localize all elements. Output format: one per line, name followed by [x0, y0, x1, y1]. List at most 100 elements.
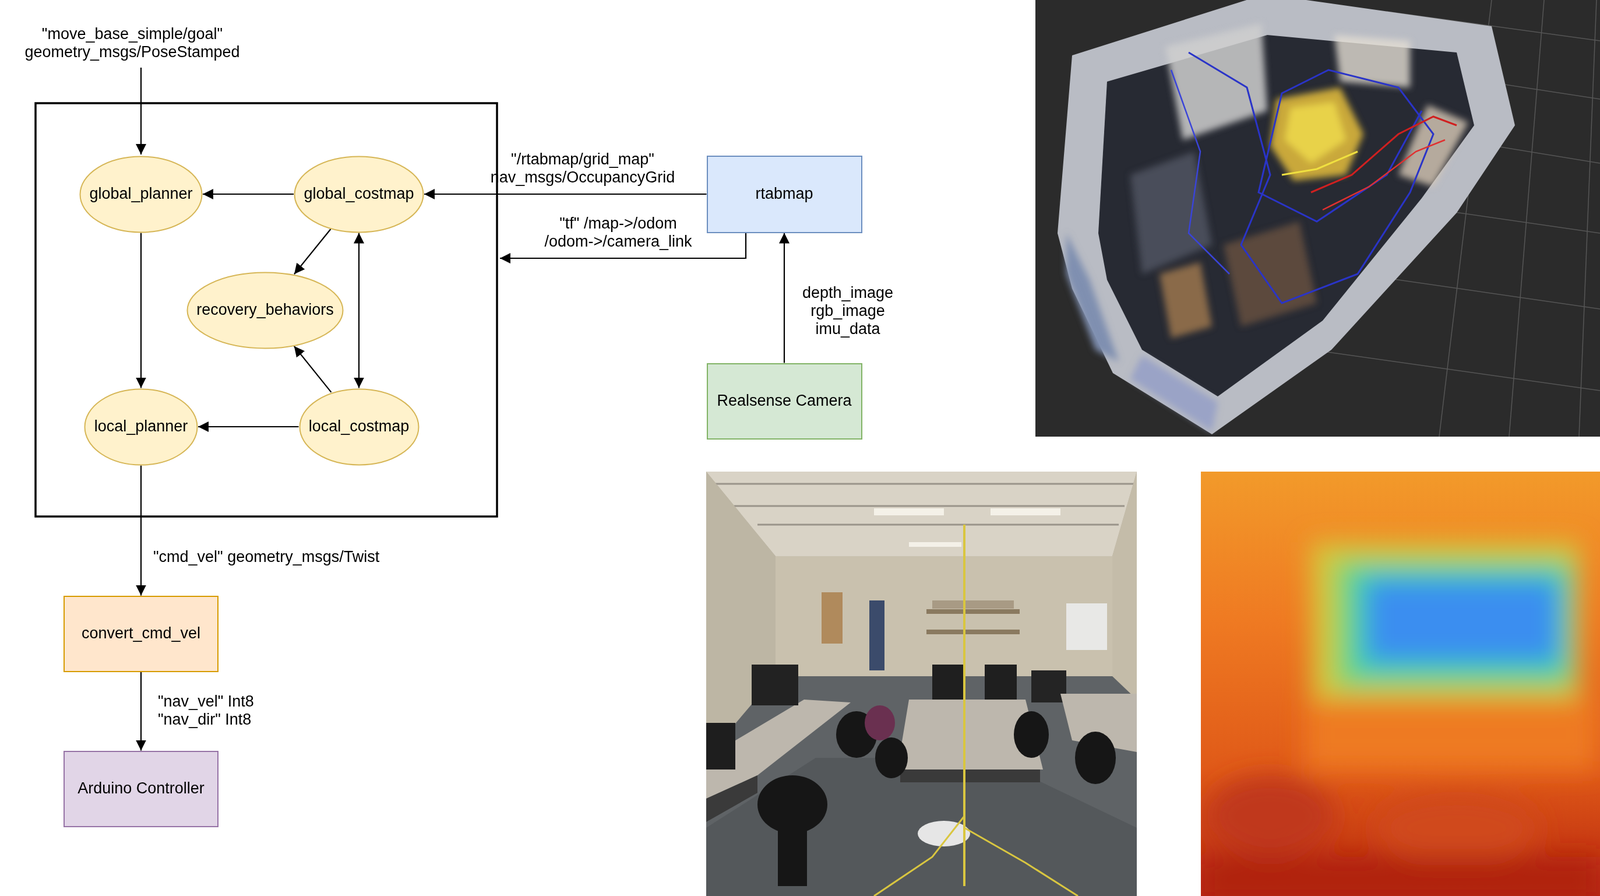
point-cloud-view-part-part: [1159, 262, 1212, 338]
node-label: global_costmap: [303, 184, 414, 203]
process-ellipse: local_costmap: [298, 388, 420, 466]
point-cloud-view-part: [1066, 23, 1469, 432]
ellipse-outline: [80, 156, 203, 232]
node-label: Arduino Controller: [77, 779, 205, 798]
point-cloud-view-part-part: [1165, 23, 1268, 140]
connector: [358, 233, 360, 389]
connector: [294, 228, 331, 274]
lab-photo-part: [932, 664, 965, 700]
box-outline: [64, 596, 218, 672]
point-cloud-view-part: [1310, 116, 1457, 193]
lab-photo-part: [706, 471, 1137, 556]
connector: [783, 233, 785, 364]
lab-photo-part-part: [777, 827, 807, 886]
lab-photo-part: [932, 600, 1014, 609]
lab-photo-part: [706, 675, 1137, 896]
connector: [140, 233, 142, 389]
goal-arrow: [140, 67, 142, 155]
connector: [294, 346, 332, 393]
lab-photo: [706, 471, 1137, 896]
point-cloud-view-part-part: [1334, 34, 1411, 88]
lab-photo-part: [990, 508, 1061, 516]
ellipse-outline: [85, 388, 198, 465]
ellipse-outline: [294, 156, 424, 232]
process-ellipse: global_costmap: [293, 155, 425, 234]
process-ellipse: local_planner: [83, 388, 199, 466]
point-cloud-view-part-part: [1579, 0, 1597, 437]
point-cloud-view-part-part: [1270, 87, 1364, 181]
depth-image-part-part: [1310, 541, 1580, 700]
lab-photo-part: [757, 710, 1116, 886]
lab-photo-part: [1112, 471, 1137, 700]
depth-image-part-part: [1334, 559, 1574, 688]
lab-photo-part: [873, 508, 944, 516]
point-cloud-view-part: [1322, 139, 1446, 210]
point-cloud-view-part-part: [1066, 233, 1119, 362]
point-cloud-view-part: [1188, 52, 1434, 303]
depth-image-part-part: [1351, 568, 1568, 676]
lab-photo-part: [900, 769, 1041, 782]
lab-photo-part-part: [706, 483, 1137, 485]
point-cloud-view-part: [1270, 87, 1364, 181]
node-label: convert_cmd_vel: [81, 624, 201, 643]
point-cloud-view-part-part: [1130, 151, 1212, 274]
connector: [202, 193, 294, 195]
point-cloud-view: [1035, 0, 1600, 437]
depth-image-part: [1200, 541, 1600, 896]
depth-image-part-part: [1200, 856, 1600, 896]
ellipse-outline: [187, 272, 344, 348]
connector: [140, 465, 142, 596]
move-base-frame: [35, 67, 746, 517]
device-box: Arduino Controller: [63, 750, 219, 827]
point-cloud-view-part-part: [1223, 221, 1317, 327]
node-label: Realsense Camera: [716, 391, 852, 410]
point-cloud-view-part-part: [1130, 355, 1218, 432]
lab-photo-part: [1031, 670, 1067, 703]
lab-photo-part: [926, 629, 1020, 634]
process-ellipse: global_planner: [79, 155, 203, 234]
lab-photo-part: [821, 591, 843, 644]
connector: [198, 425, 299, 428]
lab-photo-part-part: [757, 523, 1119, 526]
box-outline: [64, 751, 218, 827]
topic-label: "tf" /map->/odom /odom->/camera_link: [538, 214, 698, 251]
node-label: local_planner: [94, 417, 189, 436]
point-cloud-view-part-part: [1310, 349, 1600, 391]
topic-label: "move_base_simple/goal" geometry_msgs/Po…: [9, 25, 255, 62]
depth-image-part: [1200, 471, 1600, 896]
point-cloud-view-part: [1098, 34, 1475, 397]
lab-photo-part-part: [757, 774, 828, 834]
node-label: rtabmap: [755, 184, 813, 203]
device-box: Realsense Camera: [706, 363, 863, 440]
lab-photo-part: [963, 524, 966, 886]
lab-photo-part: [908, 541, 962, 547]
depth-image-part-part: [1375, 792, 1539, 863]
lab-photo-part-part: [1013, 710, 1049, 758]
lab-photo-part: [926, 608, 1020, 614]
lab-photo-part: [1066, 603, 1108, 650]
depth-image-part-part: [1305, 699, 1597, 770]
depth-image-part-part: [1206, 774, 1335, 857]
lab-photo-part-part: [1075, 731, 1116, 784]
point-cloud-view-part: [1171, 69, 1230, 274]
point-cloud-view-part-part: [1284, 101, 1346, 164]
box-outline: [707, 156, 862, 233]
node-label: recovery_behaviors: [196, 300, 334, 319]
process-box: convert_cmd_vel: [63, 595, 219, 672]
lab-photo-part: [964, 827, 1078, 896]
point-cloud-view-part: [1057, 0, 1515, 435]
depth-image-part-part: [1366, 579, 1559, 662]
enclosure-box: [35, 103, 498, 517]
edge-label: "cmd_vel" geometry_msgs/Twist: [153, 547, 457, 566]
lab-photo-part-part: [734, 505, 1125, 507]
lab-photo-part: [869, 600, 885, 671]
node-label: global_planner: [89, 184, 193, 203]
connector: [140, 671, 142, 751]
lab-photo-part: [751, 664, 799, 706]
lab-photo-part: [706, 722, 736, 770]
edge-label: "/rtabmap/grid_map" nav_msgs/OccupancyGr…: [480, 150, 685, 187]
process-ellipse: recovery_behaviors: [186, 271, 344, 350]
connector: [424, 193, 707, 195]
